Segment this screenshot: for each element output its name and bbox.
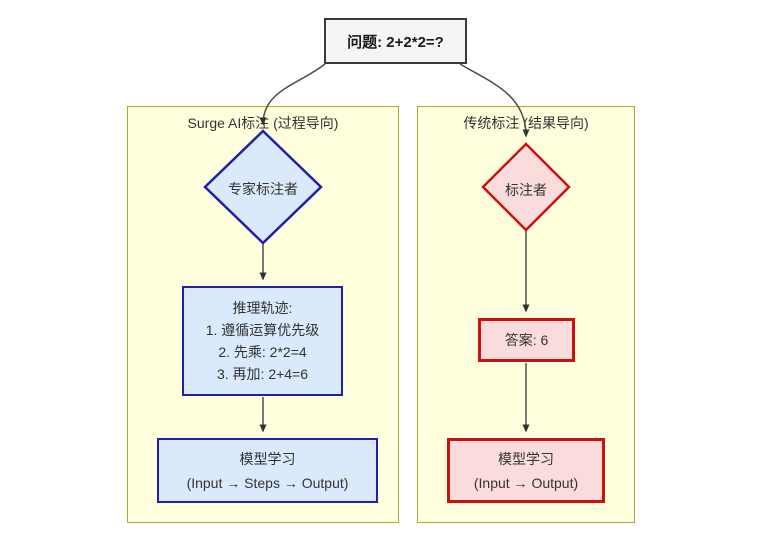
model-learning-flow: (Input → Steps → Output) — [186, 474, 349, 491]
question-label: 问题: 2+2*2=? — [347, 33, 444, 51]
model-learning-box-process: 模型学习 (Input → Steps → Output) — [157, 438, 378, 503]
reasoning-line: 2. 先乘: 2*2=4 — [218, 344, 307, 360]
reasoning-line: 推理轨迹: — [232, 300, 293, 316]
model-learning-flow: (Input → Output) — [473, 474, 579, 491]
reasoning-trace-box: 推理轨迹: 1. 遵循运算优先级 2. 先乘: 2*2=4 3. 再加: 2+4… — [182, 286, 343, 396]
answer-box: 答案: 6 — [478, 318, 575, 362]
model-learning-title: 模型学习 — [239, 450, 296, 467]
traditional-panel-title: 传统标注 (结果导向) — [463, 115, 589, 131]
model-learning-box-result: 模型学习 (Input → Output) — [447, 438, 605, 503]
reasoning-line: 1. 遵循运算优先级 — [205, 322, 320, 338]
model-learning-title: 模型学习 — [498, 450, 554, 467]
reasoning-line: 3. 再加: 2+4=6 — [216, 366, 309, 382]
surge-ai-panel-title: Surge AI标注 (过程导向) — [187, 115, 339, 131]
question-box: 问题: 2+2*2=? — [324, 18, 467, 64]
answer-label: 答案: 6 — [504, 332, 549, 348]
